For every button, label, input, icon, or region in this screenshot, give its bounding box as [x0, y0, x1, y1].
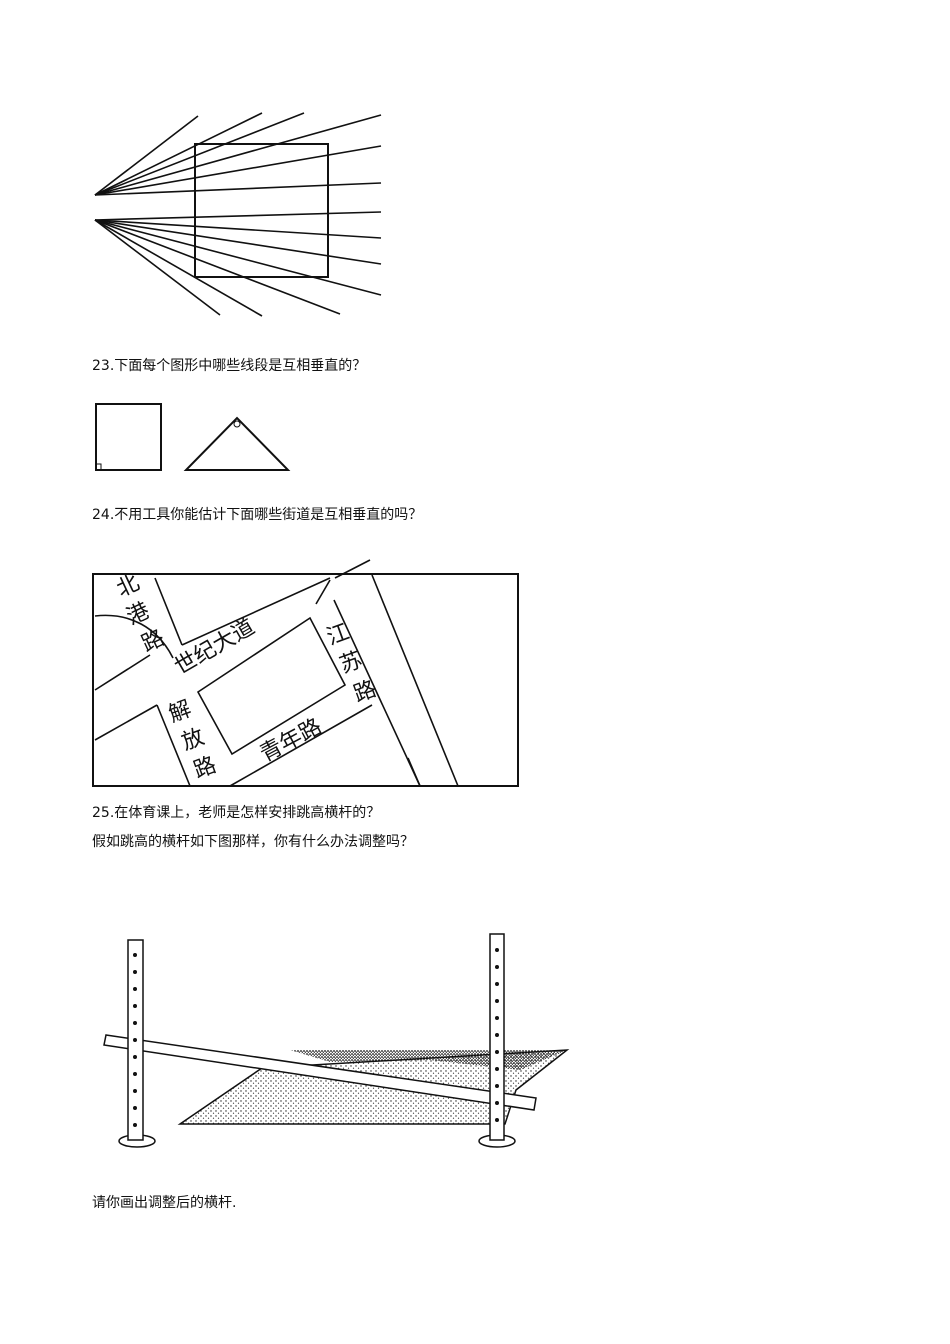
street-label-beigang: 路 [138, 625, 169, 657]
street-label-jiefang: 解 [166, 697, 195, 728]
question-25-followup: 假如跳高的横杆如下图那样，你有什么办法调整吗？ [92, 834, 414, 850]
street-label-jiangsu: 江 [324, 620, 353, 651]
street-label-jiefang: 放 [179, 725, 208, 756]
question-23: 23.下面每个图形中哪些线段是互相垂直的？ [92, 358, 367, 374]
street-label-jiangsu: 苏 [337, 648, 366, 679]
question-24: 24.不用工具你能估计下面哪些街道是互相垂直的吗？ [92, 507, 423, 523]
map-border [92, 573, 519, 787]
street-label-beigang: 港 [123, 598, 154, 630]
street-label-jiefang: 路 [191, 753, 220, 784]
street-label-jiangsu: 路 [351, 677, 380, 708]
question-25: 25.在体育课上，老师是怎样安排跳高横杆的？ [92, 805, 381, 821]
street-label-beigang: 北 [113, 570, 144, 602]
question-25-instruction: 请你画出调整后的横杆. [92, 1195, 237, 1211]
street-label-qingnian: 青年路 [256, 714, 326, 767]
street-label-shiji: 世纪大道 [171, 615, 260, 681]
